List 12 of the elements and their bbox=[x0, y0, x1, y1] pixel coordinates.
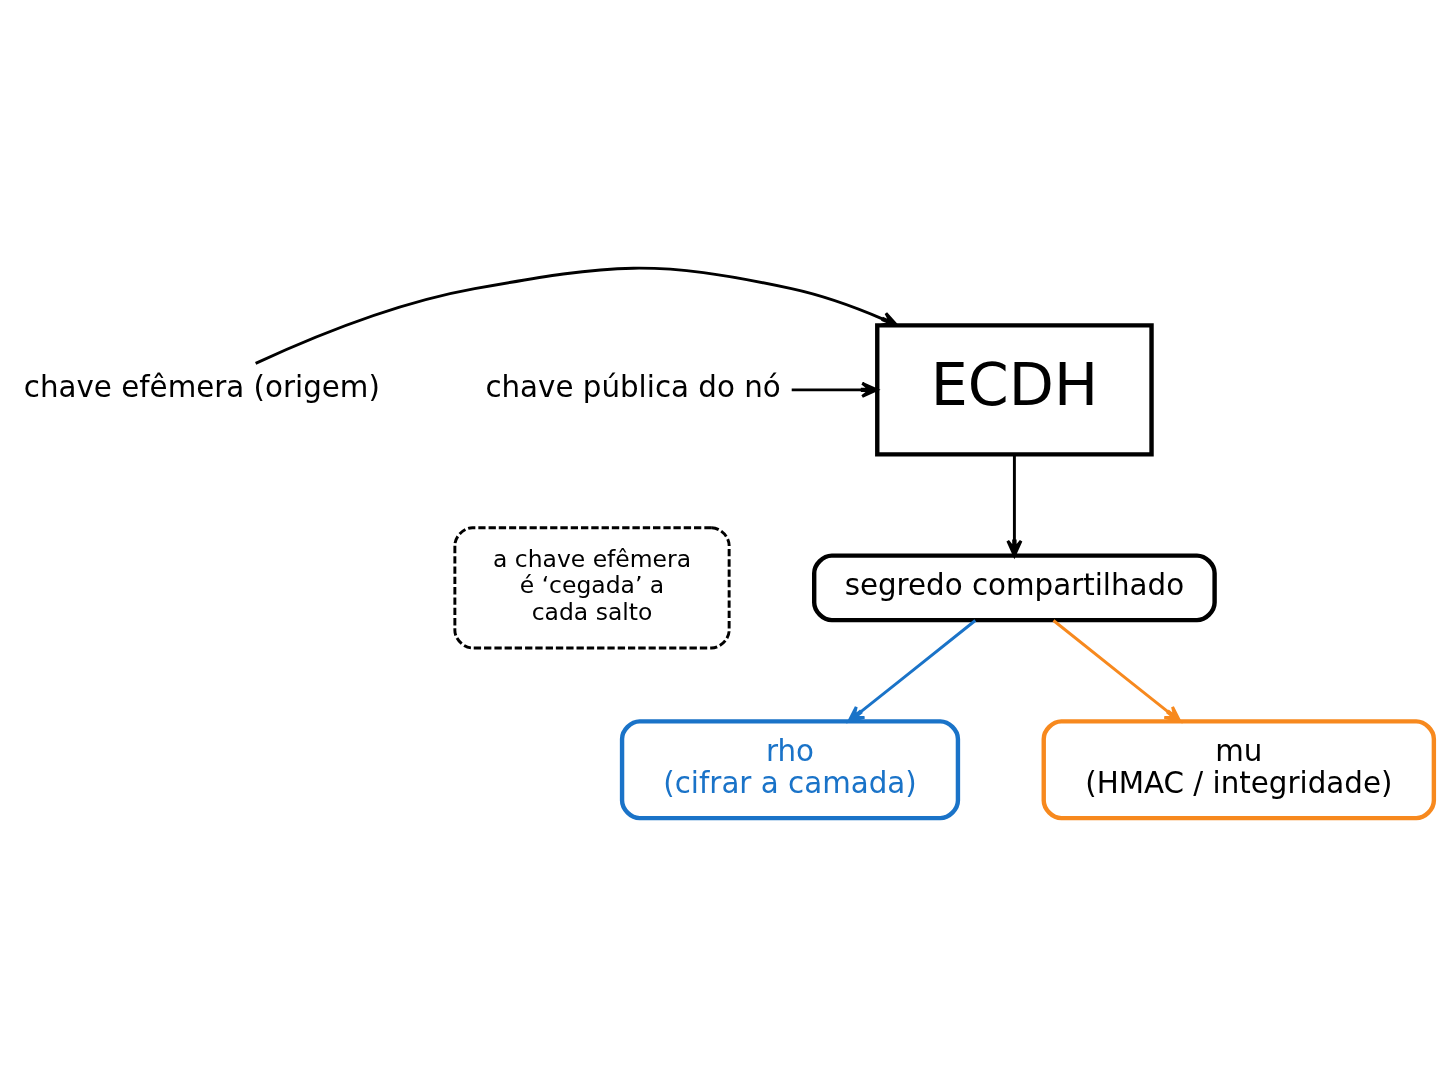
arrow bbox=[847, 619, 977, 723]
arrow bbox=[1052, 619, 1182, 723]
node-box: mu (HMAC / integridade) bbox=[1041, 719, 1437, 821]
node-box: segredo compartilhado bbox=[812, 553, 1217, 623]
node-box: rho (cifrar a camada) bbox=[619, 719, 961, 821]
arrow bbox=[255, 266, 899, 365]
node-box: ECDH bbox=[875, 323, 1154, 457]
node-box: a chave efêmera é ‘cegada’ a cada salto bbox=[453, 526, 731, 650]
arrow bbox=[791, 381, 879, 398]
arrow bbox=[1006, 454, 1023, 558]
node-text: chave efêmera (origem) bbox=[23, 370, 380, 405]
node-text: chave pública do nó bbox=[485, 370, 781, 405]
